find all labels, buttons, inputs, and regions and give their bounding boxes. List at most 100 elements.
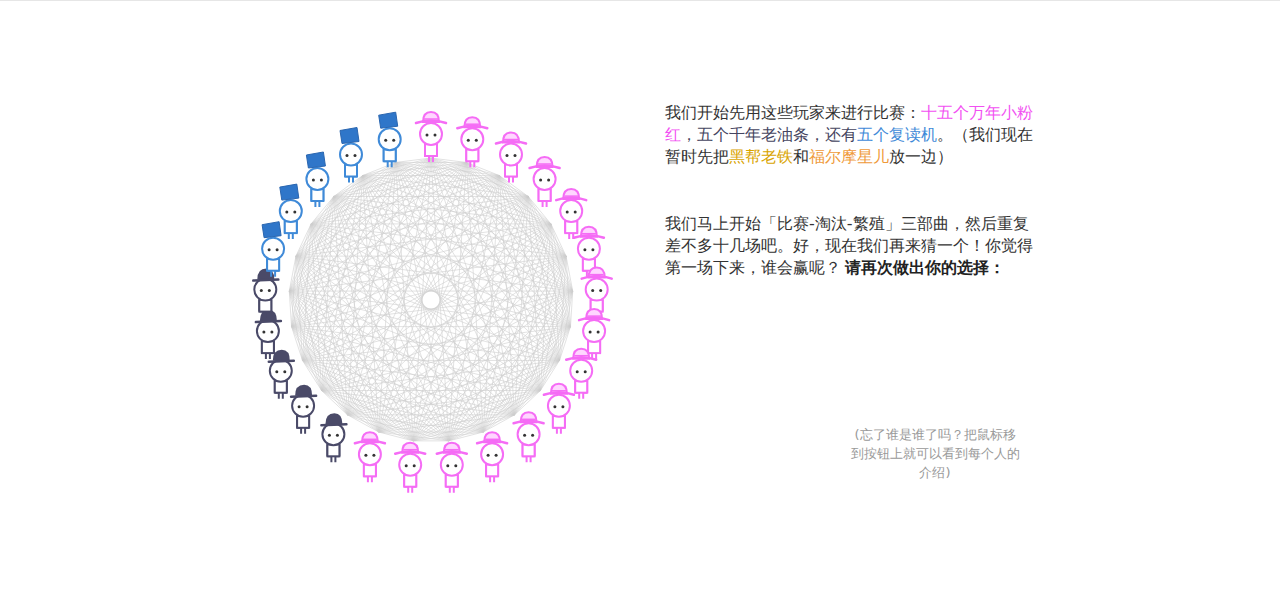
- match-line: [311, 224, 566, 256]
- match-line: [348, 291, 573, 415]
- match-line: [289, 291, 559, 360]
- match-line: [292, 327, 484, 432]
- intro-text: 放一边）: [889, 147, 953, 166]
- match-line: [363, 176, 379, 432]
- match-line: [292, 326, 571, 327]
- match-line: [466, 162, 572, 291]
- match-line: [396, 162, 449, 440]
- match-line: [413, 291, 573, 441]
- match-line: [396, 162, 414, 440]
- match-line: [379, 432, 484, 433]
- player-figure: [262, 222, 284, 277]
- match-line: [296, 224, 311, 256]
- intro-paragraph: 我们开始先用这些玩家来进行比赛：十五个万年小粉红，五个千年老油条，还有五个复读机…: [665, 102, 1043, 168]
- match-line: [296, 256, 483, 432]
- match-line: [292, 162, 396, 326]
- match-line: [396, 162, 573, 291]
- match-line: [289, 291, 413, 441]
- match-line: [334, 196, 528, 197]
- match-line: [396, 158, 431, 162]
- match-line: [322, 162, 396, 390]
- match-line: [303, 224, 312, 361]
- match-line: [289, 291, 347, 415]
- intro-text: 和: [793, 147, 809, 166]
- player-figure: [321, 413, 346, 462]
- player-figure: [355, 432, 385, 482]
- match-line: [363, 162, 467, 175]
- match-line: [413, 440, 449, 441]
- match-line: [363, 176, 573, 292]
- match-line: [396, 162, 551, 223]
- player-figure: [306, 152, 328, 207]
- match-line: [396, 162, 560, 360]
- intro-text: 我们开始先用这些玩家来进行比赛：: [665, 103, 921, 122]
- match-line: [303, 176, 363, 361]
- player-figure: [496, 133, 526, 183]
- match-line: [303, 360, 414, 440]
- match-line: [296, 256, 322, 390]
- match-line: [334, 196, 379, 432]
- question-paragraph: 我们马上开始「比赛-淘汰-繁殖」三部曲，然后重复差不多十几场吧。好，现在我们再来…: [665, 213, 1043, 279]
- match-line: [303, 360, 484, 432]
- match-line: [334, 196, 560, 360]
- player-figure: [544, 384, 574, 434]
- player-figure: [256, 310, 281, 359]
- match-line: [289, 291, 291, 327]
- match-line: [292, 327, 379, 432]
- match-line: [334, 196, 571, 326]
- match-line: [363, 176, 541, 391]
- match-line: [449, 432, 483, 441]
- player-figure: [530, 157, 560, 207]
- player-figure: [280, 184, 302, 239]
- match-line: [296, 176, 363, 257]
- player-figure: [395, 443, 425, 493]
- match-line: [289, 291, 449, 441]
- match-line: [379, 360, 560, 432]
- match-line: [289, 291, 514, 415]
- match-line: [311, 224, 413, 441]
- blue-player-name: 五个复读机: [857, 125, 937, 144]
- match-line: [292, 327, 541, 391]
- match-line: [379, 432, 413, 441]
- match-line: [363, 175, 500, 176]
- player-figure: [574, 227, 604, 277]
- match-line: [348, 224, 551, 415]
- match-line: [289, 162, 395, 291]
- player-figure: [269, 350, 294, 399]
- player-figure: [566, 349, 596, 399]
- orange-player-name: 福尔摩星儿: [809, 147, 889, 166]
- match-line: [483, 224, 551, 432]
- player-figure: [340, 128, 362, 183]
- match-line: [296, 224, 551, 256]
- match-line: [363, 176, 566, 257]
- match-line: [363, 176, 414, 441]
- match-line: [292, 327, 449, 441]
- player-figure: [457, 117, 487, 167]
- player-figure: [379, 112, 401, 167]
- match-line: [334, 162, 396, 196]
- match-line: [322, 390, 541, 391]
- player-figure: [514, 412, 544, 462]
- match-line: [334, 176, 500, 197]
- match-line: [396, 162, 529, 196]
- match-line: [483, 415, 514, 432]
- match-line: [311, 224, 347, 415]
- hint-note: (忘了谁是谁了吗？把鼠标移到按钮上就可以看到每个人的介绍): [850, 425, 1020, 482]
- match-line: [311, 158, 431, 224]
- match-line: [292, 327, 322, 391]
- match-line: [379, 162, 396, 432]
- player-figure: [416, 112, 446, 162]
- match-line: [322, 327, 571, 391]
- match-line: [348, 415, 414, 441]
- player-figure: [437, 443, 467, 493]
- match-line: [296, 162, 396, 256]
- match-line: [363, 176, 571, 327]
- player-figure: [291, 385, 316, 434]
- match-line: [311, 224, 570, 327]
- hint-text: (忘了谁是谁了吗？把鼠标移到按钮上就可以看到每个人的介绍): [851, 427, 1020, 480]
- match-line: [289, 176, 362, 292]
- player-figure: [477, 432, 507, 482]
- players: [253, 112, 611, 493]
- match-line: [363, 176, 551, 224]
- prompt-text: 请再次做出你的选择：: [845, 258, 1005, 277]
